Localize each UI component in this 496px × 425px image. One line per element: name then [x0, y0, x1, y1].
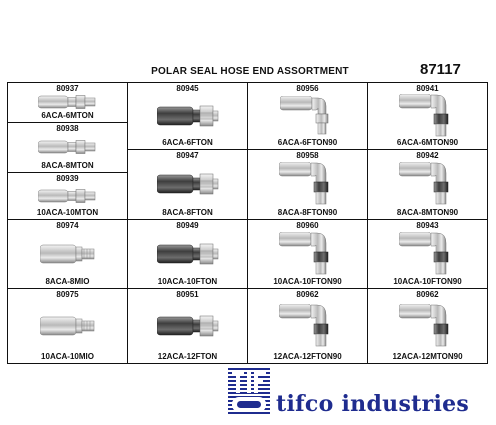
fitting-number: 80951 — [176, 290, 199, 299]
fitting-number: 80947 — [176, 151, 199, 160]
fitting-cell: 80943 10ACA-10FTON90 — [368, 220, 487, 289]
elbow-hose-fitting-icon — [368, 300, 487, 351]
fitting-cell: 80975 10ACA-10MIO — [8, 289, 128, 363]
fitting-label: 8ACA-8MTON90 — [396, 208, 459, 217]
fitting-cell: 80938 8ACA-8MTON — [8, 123, 128, 173]
fitting-number: 80962 — [296, 290, 319, 299]
fitting-number: 80960 — [296, 221, 319, 230]
elbow-hose-fitting-icon — [248, 300, 367, 351]
fitting-number: 80945 — [176, 84, 199, 93]
elbow-hose-fitting-icon — [368, 231, 487, 276]
fitting-cell: 80962 12ACA-12MTON90 — [368, 289, 487, 363]
straight-hose-fitting-icon — [8, 94, 127, 110]
fitting-label: 8ACA-8FTON90 — [277, 208, 338, 217]
elbow-hose-fitting-icon — [248, 161, 367, 207]
fitting-label: 6ACA-6MTON — [41, 111, 94, 120]
fitting-cell: 80962 12ACA-12FTON90 — [248, 289, 368, 363]
fitting-cell: 80947 8ACA-8FTON — [128, 150, 248, 220]
straight-hose-fitting-icon — [128, 94, 247, 137]
fitting-number: 80942 — [416, 151, 439, 160]
elbow-hose-fitting-icon — [368, 93, 487, 137]
fitting-label: 10ACA-10FTON90 — [273, 277, 342, 286]
fitting-cell: 80949 10ACA-10FTON — [128, 220, 248, 289]
straight-hose-fitting-icon — [128, 161, 247, 207]
fitting-label: 10ACA-10MIO — [41, 352, 94, 361]
fitting-label: 6ACA-6MTON90 — [396, 138, 459, 147]
elbow-hose-fitting-icon — [248, 94, 367, 137]
fitting-number: 80956 — [296, 84, 319, 93]
elbow-hose-fitting-icon — [248, 231, 367, 276]
fitting-number: 80937 — [56, 84, 79, 93]
fitting-label: 8ACA-8MIO — [45, 277, 90, 286]
straight-hose-fitting-icon — [8, 134, 127, 160]
fitting-label: 8ACA-8MTON — [41, 161, 94, 170]
fitting-cell: 80951 12ACA-12FTON — [128, 289, 248, 363]
fitting-number: 80949 — [176, 221, 199, 230]
tifco-logo-icon — [228, 368, 270, 414]
fitting-label: 6ACA-6FTON90 — [277, 138, 338, 147]
fitting-number: 80962 — [416, 290, 439, 299]
assortment-part-number: 87117 — [420, 61, 461, 78]
fitting-label: 12ACA-12FTON90 — [273, 352, 342, 361]
fitting-cell: 80958 8ACA-8FTON90 — [248, 150, 368, 220]
fitting-cell: 80945 6ACA-6FTON — [128, 83, 248, 150]
fitting-label: 10ACA-10FTON — [157, 277, 218, 286]
fitting-label: 10ACA-10FTON90 — [393, 277, 462, 286]
fitting-cell: 80939 10ACA-10MTON — [8, 173, 128, 220]
brand-name: tifco industries — [276, 391, 470, 417]
fitting-number: 80941 — [416, 84, 439, 93]
fitting-number: 80958 — [296, 151, 319, 160]
page-title: POLAR SEAL HOSE END ASSORTMENT — [151, 66, 349, 77]
fitting-label: 10ACA-10MTON — [36, 208, 99, 217]
straight-hose-fitting-icon — [8, 300, 127, 351]
fitting-cell: 80960 10ACA-10FTON90 — [248, 220, 368, 289]
fitting-label: 6ACA-6FTON — [162, 138, 213, 147]
fitting-number: 80938 — [56, 124, 79, 133]
fitting-number: 80974 — [56, 221, 79, 230]
fitting-label: 12ACA-12FTON — [157, 352, 218, 361]
fitting-cell: 80937 6ACA-6MTON — [8, 83, 128, 123]
straight-hose-fitting-icon — [8, 231, 127, 276]
fitting-cell: 80956 6ACA-6FTON90 — [248, 83, 368, 150]
fitting-number: 80943 — [416, 221, 439, 230]
straight-hose-fitting-icon — [8, 184, 127, 207]
elbow-hose-fitting-icon — [368, 161, 487, 207]
fitting-cell: 80974 8ACA-8MIO — [8, 220, 128, 289]
fitting-grid: 80937 6ACA-6MTON 80938 — [7, 82, 488, 364]
straight-hose-fitting-icon — [128, 231, 247, 276]
fitting-number: 80939 — [56, 174, 79, 183]
fitting-cell: 80942 8ACA-8MTON90 — [368, 150, 487, 220]
fitting-label: 12ACA-12MTON90 — [392, 352, 463, 361]
fitting-label: 8ACA-8FTON — [162, 208, 213, 217]
straight-hose-fitting-icon — [128, 300, 247, 351]
fitting-number: 80975 — [56, 290, 79, 299]
fitting-cell: 80941 6ACA-6MTON90 — [368, 83, 487, 150]
